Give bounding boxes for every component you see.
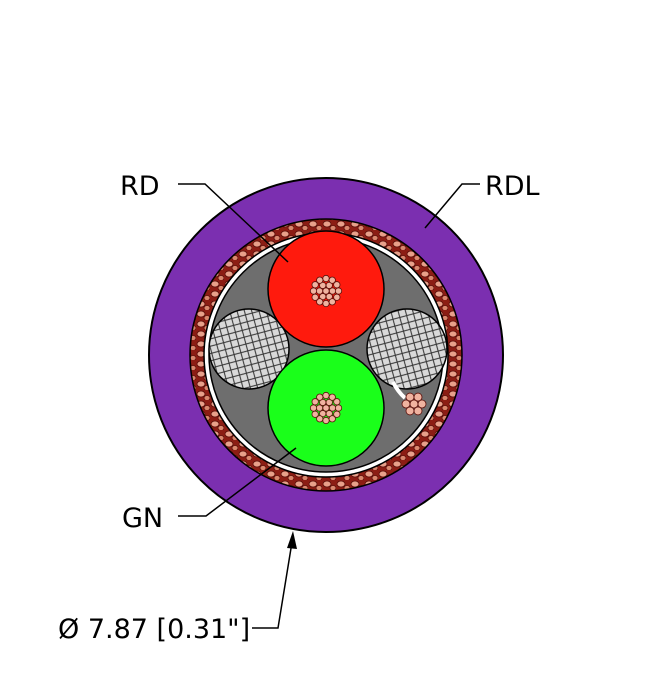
rd-label: RD bbox=[120, 171, 160, 202]
diameter-leader-line bbox=[252, 535, 294, 629]
red-strand bbox=[328, 276, 336, 284]
red-strand bbox=[322, 274, 330, 283]
red-strand bbox=[311, 293, 319, 301]
dummy-filler-left bbox=[208, 308, 290, 390]
diameter-label: Ø 7.87 [0.31"] bbox=[58, 614, 250, 645]
red-strand bbox=[311, 281, 319, 289]
dummy-filler-right bbox=[366, 308, 448, 390]
rdl-label: RDL bbox=[485, 171, 540, 202]
green-strand bbox=[316, 415, 324, 423]
gn-label: GN bbox=[122, 503, 163, 534]
gn-leader-line bbox=[178, 447, 297, 517]
red-strand bbox=[316, 298, 324, 306]
red-strand bbox=[322, 299, 330, 308]
drain-strand bbox=[417, 399, 427, 409]
green-strand bbox=[311, 410, 319, 418]
red-strand bbox=[325, 281, 333, 289]
drain-strand bbox=[405, 392, 415, 402]
rd-leader-line bbox=[178, 183, 289, 263]
drain-strand bbox=[413, 392, 423, 402]
red-strand bbox=[328, 298, 336, 306]
green-strand bbox=[333, 398, 341, 406]
drain-strand bbox=[405, 406, 415, 416]
red-strand bbox=[319, 293, 327, 301]
green-strand bbox=[309, 404, 318, 412]
diameter-arrowhead bbox=[287, 531, 297, 549]
red-strand bbox=[333, 281, 341, 289]
drain-wire-icon bbox=[401, 392, 427, 416]
drain-strand bbox=[413, 406, 423, 416]
green-strand bbox=[328, 415, 336, 423]
green-conductor-strands bbox=[309, 391, 343, 425]
red-strand bbox=[316, 276, 324, 284]
green-strand bbox=[325, 398, 333, 406]
red-strand bbox=[309, 287, 318, 295]
red-conductor-strands bbox=[309, 274, 343, 308]
green-strand bbox=[322, 391, 330, 400]
green-strand bbox=[333, 410, 341, 418]
green-strand bbox=[322, 416, 330, 425]
green-strand bbox=[311, 398, 319, 406]
green-strand bbox=[319, 410, 327, 418]
red-strand bbox=[333, 293, 341, 301]
green-strand bbox=[328, 393, 336, 401]
red-strand bbox=[334, 287, 343, 295]
green-strand bbox=[334, 404, 343, 412]
green-strand bbox=[316, 393, 324, 401]
drain-wire-sleeve bbox=[391, 381, 407, 400]
drain-strand bbox=[401, 399, 411, 409]
rdl-leader-line bbox=[424, 183, 480, 229]
